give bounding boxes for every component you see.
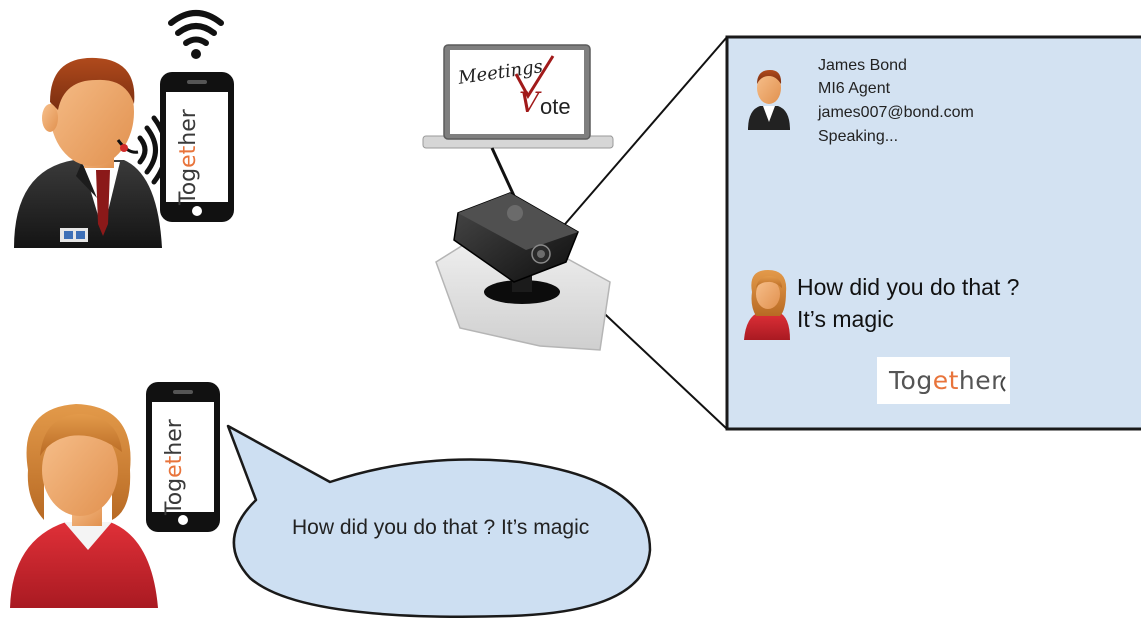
brand-logo: Together [877, 357, 1010, 404]
brand-prefix: Tog [889, 366, 933, 395]
laptop-logo-vote-initial: V [519, 86, 540, 119]
brand-suffix: her [162, 419, 187, 456]
brand-accent: et [162, 455, 187, 478]
brand-arrow-icon [1000, 376, 1006, 392]
laptop-icon [422, 44, 614, 149]
brand-prefix: Tog [162, 477, 187, 515]
brand-suffix: her [176, 109, 201, 146]
display-message-line-2: It’s magic [797, 306, 894, 332]
brand-accent: et [932, 366, 959, 395]
projector-icon [435, 192, 611, 351]
woman-avatar [10, 404, 158, 608]
speaker-status: Speaking... [818, 128, 899, 145]
speaker-role: MI6 Agent [818, 80, 891, 97]
laptop-cable [490, 147, 517, 199]
phone-icon [160, 72, 234, 222]
speaker-avatar [748, 70, 790, 130]
speech-bubble [226, 424, 652, 618]
speech-bubble-text: How did you do that ? It’s magic [292, 516, 590, 539]
man-avatar [14, 57, 162, 248]
wifi-icon [168, 10, 224, 59]
phone-icon [146, 382, 220, 532]
brand-suffix: her [958, 366, 1002, 395]
phone-app-label: Together [162, 405, 189, 515]
speaker-name: James Bond [818, 57, 907, 74]
sender-avatar [744, 270, 790, 340]
brand-prefix: Tog [176, 167, 201, 205]
phone-app-label: Together [176, 95, 203, 205]
laptop-logo-vote-rest: ote [540, 94, 571, 119]
brand-accent: et [176, 145, 201, 168]
display-message-line-1: How did you do that ? [797, 274, 1020, 300]
speaker-email: james007@bond.com [818, 104, 974, 121]
brand-logo-text: Together [889, 366, 1002, 395]
